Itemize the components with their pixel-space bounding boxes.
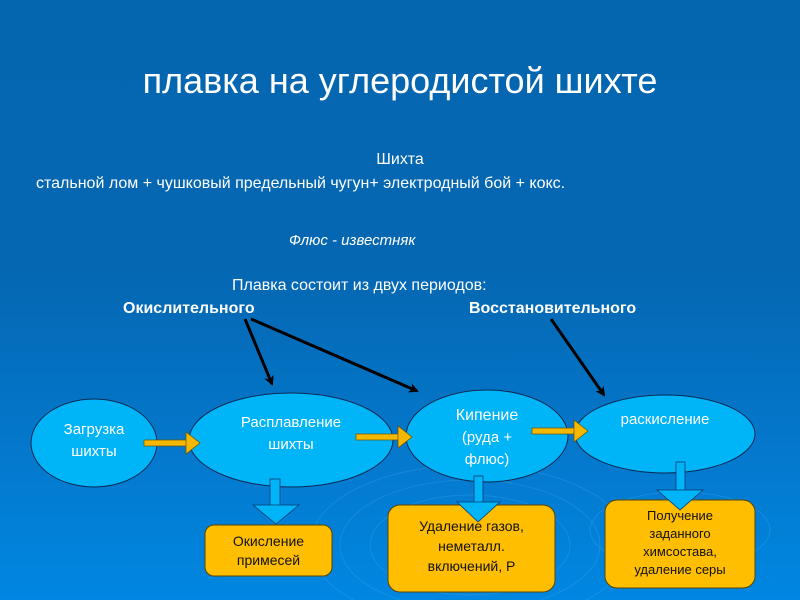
step-label-line: Расплавление — [240, 414, 342, 431]
outcome-label-oxidation: Окисление примесей — [205, 532, 332, 570]
step-label-line: раскисление — [620, 411, 710, 428]
step-label-line: (руда + — [461, 429, 513, 446]
outcome-label-line: включений, Р — [427, 558, 516, 574]
pointer-arrow-oxidizing-to-melting — [243, 318, 274, 386]
pointer-arrow-reducing-to-deoxidation — [549, 318, 606, 397]
step-label-line: Загрузка — [63, 421, 125, 438]
charge-label: Шихта — [376, 151, 424, 168]
down-arrow-1 — [251, 478, 301, 525]
flow-arrow-3 — [531, 419, 589, 443]
step-label-boiling: Кипение (руда + флюс) — [432, 405, 542, 471]
outcome-label-gas-removal: Удаление газов, неметалл. включений, Р — [388, 516, 555, 576]
outcome-label-line: заданного — [649, 526, 711, 541]
outcome-label-line: удаление серы — [634, 562, 726, 577]
outcome-label-line: Удаление газов, — [419, 518, 524, 534]
pointer-arrow-oxidizing-to-boiling — [250, 317, 419, 393]
outcome-box-oxidation — [204, 524, 333, 577]
outcome-label-line: неметалл. — [438, 538, 505, 554]
period-label-oxidizing: Окислительного — [123, 300, 255, 317]
outcome-label-line: Получение — [646, 508, 714, 523]
outcome-label-composition: Получение заданного химсостава, удаление… — [605, 507, 755, 579]
outcome-label-line: примесей — [236, 552, 301, 568]
down-arrow-2 — [456, 475, 502, 523]
step-label-loading: Загрузка шихты — [44, 419, 144, 463]
step-label-line: шихты — [268, 436, 314, 453]
flow-arrow-1 — [143, 431, 201, 455]
step-ellipse-deoxidation — [574, 394, 756, 474]
down-arrow-3 — [655, 461, 705, 511]
period-label-reducing: Восстановительного — [469, 300, 637, 317]
step-label-deoxidation: раскисление — [600, 409, 730, 431]
slide-title: плавка на углеродистой шихте — [142, 60, 658, 101]
periods-intro: Плавка состоит из двух периодов: — [232, 277, 487, 294]
step-label-line: шихты — [71, 443, 117, 460]
flux-text: Флюс - известняк — [289, 232, 416, 249]
step-label-melting: Расплавление шихты — [221, 412, 361, 456]
outcome-label-line: химсостава, — [643, 544, 717, 559]
step-label-line: Кипение — [455, 407, 519, 424]
outcome-label-line: Окисление — [232, 533, 305, 549]
flow-arrow-2 — [355, 425, 413, 449]
step-label-line: флюс) — [464, 451, 510, 468]
charge-composition: стальной лом + чушковый предельный чугун… — [36, 175, 566, 192]
